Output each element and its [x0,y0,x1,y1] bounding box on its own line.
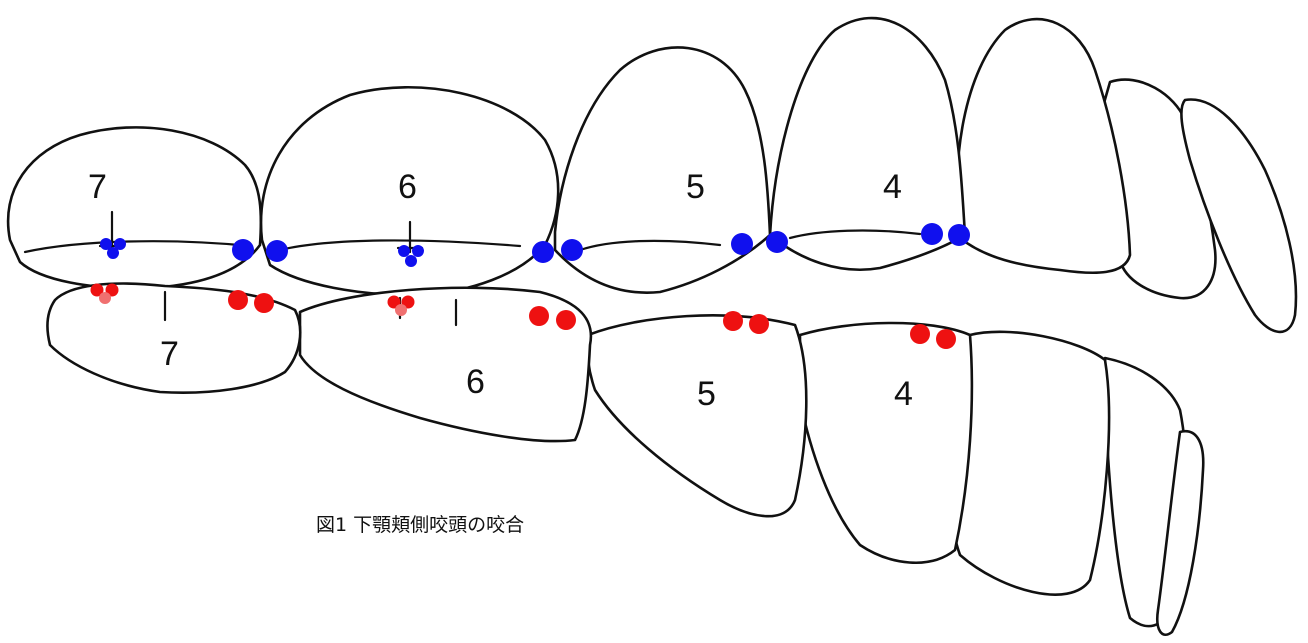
upper-contact-dot [561,239,583,261]
lower-contact-dot-light [395,304,407,316]
upper-contact-dot-small [114,238,126,250]
upper-contact-dot [731,233,753,255]
upper-contact-dot-small [107,247,119,259]
lower-contact-dot [936,329,956,349]
upper-contact-dot-small [405,255,417,267]
lower-contact-dot-small [105,283,119,297]
lower-contact-dots [90,283,956,349]
lower-tooth-7-outline [46,282,302,394]
lower-contact-dot-light [99,292,111,304]
lower-tooth-label-5: 5 [697,375,716,413]
lower-contact-dot-small [401,295,415,309]
upper-contact-dot-small [398,245,410,257]
upper-tooth-4b-outline [768,16,967,272]
lower-contact-dot [254,293,274,313]
lower-tooth-6-outline [298,286,593,443]
lower-tooth-5-outline [585,314,808,518]
lower-contact-dot [228,290,248,310]
upper-tooth-label-7: 7 [88,168,107,206]
upper-tooth-label-4: 4 [883,168,902,206]
lower-tooth-4b-outline [798,321,974,565]
upper-tooth-7-outline [6,126,263,290]
figure-caption: 図1 下顎頬側咬頭の咬合 [316,514,524,536]
upper-tooth-5-groove [578,239,722,252]
lower-contact-dot [749,314,769,334]
upper-tooth-4-groove [788,229,922,240]
upper-contact-dot [532,241,554,263]
lower-tooth-label-7: 7 [160,335,179,373]
lower-tooth-label-6: 6 [466,363,485,401]
lower-contact-dot-small [387,295,401,309]
lower-contact-dot-small [90,283,104,297]
upper-lateral-incisor-outline [1180,98,1298,334]
upper-tooth-label-6: 6 [398,168,417,206]
upper-contact-dot [766,231,788,253]
upper-contact-dot [232,239,254,261]
lower-contact-dot [910,324,930,344]
upper-contact-dot [266,240,288,262]
upper-tooth-6-groove [278,239,522,252]
lower-contact-dot [723,311,743,331]
upper-contact-dot [948,224,970,246]
lower-contact-dot [556,310,576,330]
upper-contact-dot-small [100,238,112,250]
upper-contact-dot-small [412,245,424,257]
upper-tooth-4-outline [955,17,1132,275]
upper-contact-dot [921,223,943,245]
upper-contact-dots [100,223,970,267]
upper-tooth-7-groove [23,240,252,254]
lower-contact-dot [529,306,549,326]
upper-tooth-5-outline [553,46,772,294]
lower-incisor-outline [1156,429,1205,637]
lower-tooth-4-outline [949,330,1111,596]
upper-tooth-label-5: 5 [686,168,705,206]
lower-tooth-label-4: 4 [894,375,913,413]
